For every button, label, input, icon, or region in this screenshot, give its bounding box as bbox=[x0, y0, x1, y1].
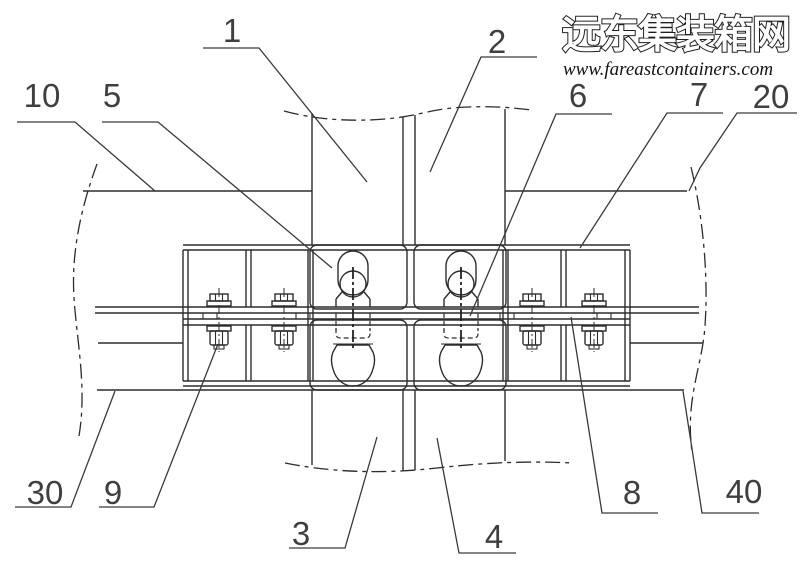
break-line-top bbox=[283, 106, 532, 121]
part-label-9: 9 bbox=[104, 474, 122, 511]
break-line-right bbox=[689, 166, 707, 453]
casting-lower-left bbox=[309, 319, 408, 391]
callout-9: 9 bbox=[99, 343, 219, 511]
leader-10 bbox=[17, 121, 156, 192]
part-label-7: 7 bbox=[690, 76, 708, 113]
upper-posts bbox=[311, 109, 506, 245]
leader-30 bbox=[15, 390, 116, 508]
connection-brackets bbox=[182, 250, 631, 381]
part-label-20: 20 bbox=[753, 78, 790, 115]
casting-upper-left bbox=[309, 244, 408, 310]
break-line-bottom bbox=[284, 461, 574, 473]
leader-7 bbox=[579, 112, 723, 249]
callout-5: 5 bbox=[102, 77, 333, 269]
corner-castings bbox=[309, 244, 507, 391]
leader-8 bbox=[570, 316, 658, 514]
callout-7: 7 bbox=[579, 76, 723, 249]
callout-30: 30 bbox=[15, 390, 116, 511]
callout-6: 6 bbox=[469, 77, 612, 317]
part-label-40: 40 bbox=[726, 473, 763, 510]
corner-posts bbox=[311, 109, 506, 471]
leader-4 bbox=[436, 437, 516, 554]
part-label-8: 8 bbox=[623, 474, 641, 511]
callout-3: 3 bbox=[289, 436, 378, 552]
leader-3 bbox=[289, 436, 378, 549]
leader-2 bbox=[429, 56, 537, 173]
callout-20: 20 bbox=[688, 78, 797, 192]
break-line-left bbox=[72, 163, 98, 437]
callouts: 1 2 10 5 6 7 20 30 bbox=[15, 12, 797, 555]
break-lines bbox=[72, 106, 707, 473]
callout-8: 8 bbox=[570, 316, 658, 514]
lower-posts bbox=[311, 390, 506, 471]
watermark: 远东集装箱网 www.fareastcontainers.com bbox=[561, 13, 792, 80]
watermark-site-url: www.fareastcontainers.com bbox=[563, 59, 773, 80]
part-label-6: 6 bbox=[569, 77, 587, 114]
leader-9 bbox=[99, 343, 219, 508]
casting-lower-right bbox=[413, 319, 507, 391]
callout-2: 2 bbox=[429, 23, 537, 173]
joint-flange-lines bbox=[95, 306, 699, 326]
callout-1: 1 bbox=[203, 12, 368, 183]
part-label-30: 30 bbox=[27, 474, 64, 511]
leader-20 bbox=[688, 112, 797, 192]
part-label-10: 10 bbox=[24, 77, 61, 114]
right-bracket-walls bbox=[502, 250, 631, 381]
leader-40 bbox=[682, 390, 759, 514]
watermark-site-name: 远东集装箱网 bbox=[562, 14, 790, 57]
part-label-1: 1 bbox=[223, 12, 241, 49]
callout-4: 4 bbox=[436, 437, 516, 555]
left-bracket-walls bbox=[182, 250, 314, 381]
part-label-3: 3 bbox=[292, 515, 310, 552]
part-label-4: 4 bbox=[485, 518, 503, 555]
leader-1 bbox=[203, 47, 368, 183]
leader-6 bbox=[469, 113, 612, 317]
flange-spacer-blocks bbox=[202, 312, 612, 320]
leader-5 bbox=[102, 121, 333, 269]
callout-10: 10 bbox=[17, 77, 156, 192]
casting-upper-right bbox=[413, 244, 507, 310]
part-label-2: 2 bbox=[488, 23, 506, 60]
part-label-5: 5 bbox=[103, 77, 121, 114]
callout-40: 40 bbox=[682, 390, 763, 514]
